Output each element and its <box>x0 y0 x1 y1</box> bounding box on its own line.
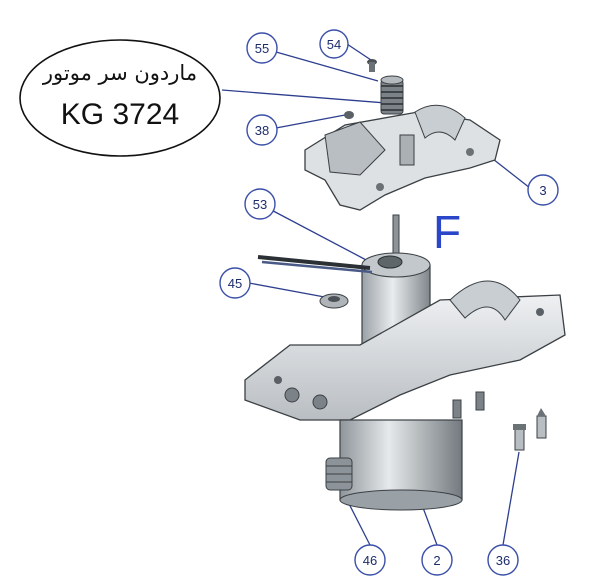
callout-38-label: 38 <box>255 123 269 138</box>
leader-lines <box>221 43 531 546</box>
callout-55: 55 <box>246 32 278 64</box>
title-bubble: ماردون سر موتور KG 3724 <box>19 39 221 157</box>
base-plate <box>244 280 566 421</box>
callout-54: 54 <box>319 29 349 59</box>
callout-54-label: 54 <box>327 37 341 52</box>
callout-3-label: 3 <box>539 183 546 198</box>
callout-2: 2 <box>421 544 453 576</box>
callout-46-label: 46 <box>363 553 377 568</box>
part-38-nut <box>344 111 354 119</box>
callout-3: 3 <box>527 174 559 206</box>
title-model-number: KG 3724 <box>61 98 179 131</box>
callout-55-label: 55 <box>255 41 269 56</box>
callout-46: 46 <box>354 544 386 576</box>
callout-36-label: 36 <box>496 553 510 568</box>
callout-53: 53 <box>244 188 276 220</box>
callout-38: 38 <box>246 114 278 146</box>
callout-45: 45 <box>219 267 251 299</box>
part-55-worm <box>380 75 404 115</box>
part-36-screws <box>452 391 547 451</box>
view-letter: F <box>433 206 461 258</box>
part-54-screw <box>367 59 377 72</box>
part-3-top-cover <box>304 104 501 211</box>
part-2-gearbox-motor <box>339 419 463 511</box>
callout-45-label: 45 <box>228 276 242 291</box>
title-persian-text: ماردون سر موتور <box>42 61 197 85</box>
part-46-cable-gland <box>325 457 353 491</box>
callout-36: 36 <box>487 544 519 576</box>
callout-2-label: 2 <box>433 553 440 568</box>
callout-53-label: 53 <box>253 197 267 212</box>
part-45-nut <box>319 293 349 309</box>
